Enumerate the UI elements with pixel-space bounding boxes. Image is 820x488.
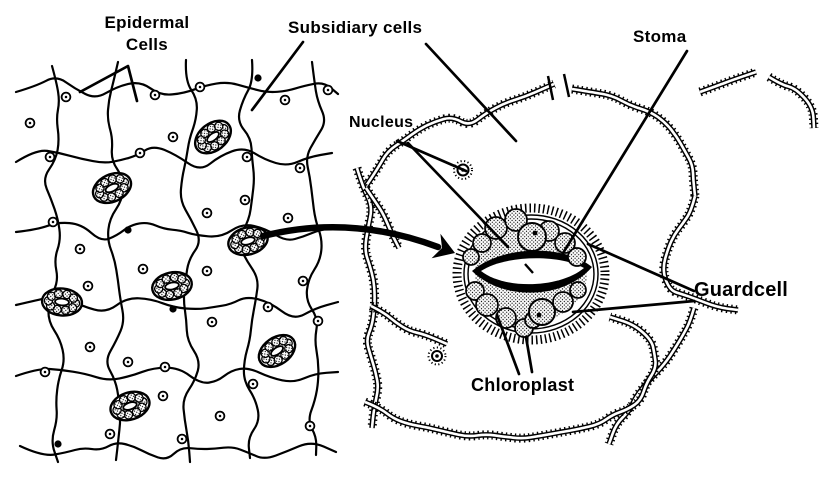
label-guardcell: Guardcell xyxy=(694,279,789,301)
label-epidermal-line2: Cells xyxy=(125,35,169,54)
label-nucleus: Nucleus xyxy=(349,114,414,131)
label-epidermal-cells: Epidermal Cells xyxy=(86,12,208,56)
label-chloroplast: Chloroplast xyxy=(471,375,575,395)
label-subsidiary-cells: Subsidiary cells xyxy=(288,18,423,37)
label-epidermal-line1: Epidermal xyxy=(104,13,190,32)
label-stoma: Stoma xyxy=(633,27,687,46)
